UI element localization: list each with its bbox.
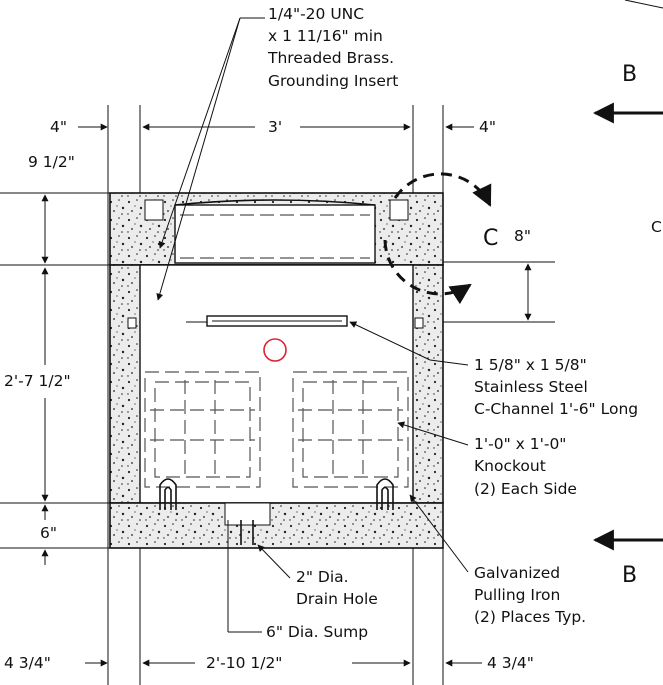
base-slab (109, 502, 444, 549)
dim-base-height: 6" (40, 524, 57, 542)
vault-walls (109, 264, 444, 504)
dim-width-bottom: 2'-10 1/2" (206, 654, 283, 672)
dim-lid-height: 9 1/2" (28, 153, 75, 171)
dim-right-bottom: 4 3/4" (487, 654, 534, 672)
dim-right-top: 4" (479, 118, 496, 136)
drain-label-2: Drain Hole (296, 590, 378, 608)
lid-section (109, 192, 444, 266)
dim-width-top: 3' (268, 118, 283, 136)
dim-wall-height: 2'-7 1/2" (4, 372, 71, 390)
dim-left-bottom: 4 3/4" (4, 654, 51, 672)
insert-label-3: Threaded Brass. (268, 49, 395, 67)
pulling-iron-right (376, 478, 394, 510)
channel-label-3: C-Channel 1'-6" Long (474, 400, 639, 418)
dim-c-offset: 8" (514, 227, 531, 245)
dim-left-top: 4" (50, 118, 67, 136)
section-b-arrows (592, 0, 663, 551)
leader-lines (156, 17, 469, 633)
insert-label-4: Grounding Insert (268, 72, 399, 90)
c-channel (186, 315, 348, 327)
cutoff-c-label: C (651, 218, 662, 236)
channel-label-2: Stainless Steel (474, 378, 588, 396)
knockout-left (144, 371, 261, 488)
knockout-label-1: 1'-0" x 1'-0" (474, 435, 567, 453)
pulling-iron-label-1: Galvanized (474, 564, 561, 582)
insert-label-2: x 1 11/16" min (268, 27, 383, 45)
section-b-top-label: B (622, 62, 638, 87)
section-c-marker (383, 172, 492, 305)
knockout-right (292, 371, 409, 488)
section-b-bottom-label: B (622, 563, 638, 588)
pulling-iron-left (159, 478, 177, 510)
channel-label-1: 1 5/8" x 1 5/8" (474, 356, 587, 374)
sump-label: 6" Dia. Sump (266, 623, 369, 641)
knockout-label-3: (2) Each Side (474, 480, 577, 498)
pulling-iron-label-3: (2) Places Typ. (474, 608, 587, 626)
insert-label-1: 1/4"-20 UNC (268, 5, 365, 23)
drain-label-1: 2" Dia. (296, 568, 349, 586)
highlight-circle (263, 338, 287, 362)
pulling-iron-label-2: Pulling Iron (474, 586, 561, 604)
section-c-label: C (483, 226, 499, 251)
knockout-label-2: Knockout (474, 457, 546, 475)
